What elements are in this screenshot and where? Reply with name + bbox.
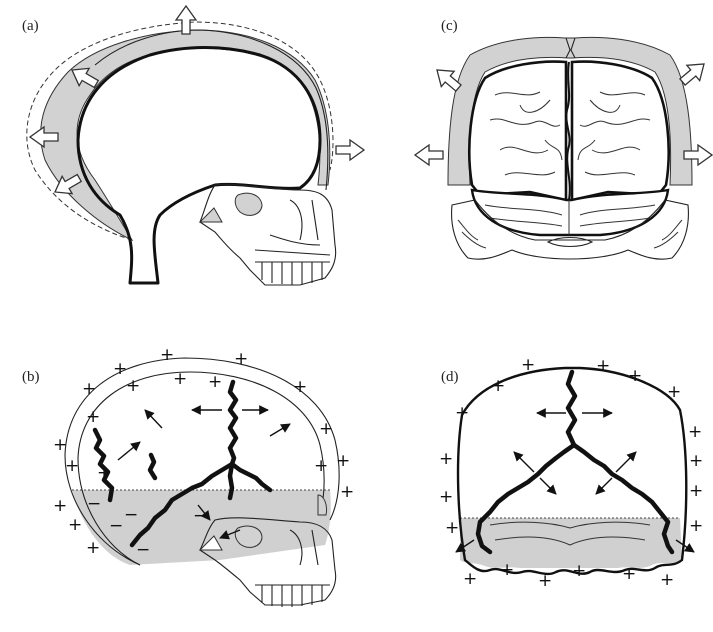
growth-band — [41, 30, 330, 240]
growth-arrow-left-c-icon — [415, 145, 443, 165]
plus-sign: + — [455, 403, 469, 423]
plus-sign: + — [65, 456, 79, 476]
plus-sign: + — [538, 571, 552, 591]
plus-sign: + — [160, 345, 174, 365]
plus-sign: + — [126, 376, 140, 396]
panel-a: (a) — [22, 6, 364, 285]
panel-label-c: (c) — [441, 18, 458, 34]
suture-coronal — [230, 382, 236, 464]
plus-sign: + — [439, 487, 453, 507]
plus-sign: + — [596, 356, 610, 376]
plus-sign: + — [208, 372, 222, 392]
plus-sign: + — [314, 456, 328, 476]
facial-skeleton — [200, 184, 336, 285]
plus-sign: + — [660, 570, 674, 590]
plus-sign: + — [319, 419, 333, 439]
growth-arrow-right-icon — [336, 140, 364, 160]
plus-sign: + — [97, 463, 111, 483]
suture-vertical-low — [230, 464, 232, 498]
plus-sign: + — [463, 569, 477, 589]
minus-sign: − — [109, 516, 123, 536]
plus-sign: + — [689, 481, 703, 501]
plus-sign: + — [445, 518, 459, 538]
plus-sign: + — [340, 482, 354, 502]
minus-sign: − — [136, 540, 150, 560]
panel-label-a: (a) — [22, 18, 39, 34]
plus-sign: + — [173, 369, 187, 389]
plus-sign: + — [572, 561, 586, 581]
suture-small-frontal — [150, 455, 155, 478]
plus-sign: + — [234, 349, 248, 369]
minus-sign: − — [193, 506, 207, 526]
panel-b: (b) — [22, 345, 354, 607]
panel-c: (c) — [415, 18, 712, 259]
plus-sign: + — [82, 379, 96, 399]
plus-sign: + — [622, 564, 636, 584]
plus-sign: + — [336, 451, 350, 471]
cranial-cavity — [78, 48, 320, 284]
plus-sign: + — [68, 515, 82, 535]
plus-sign: + — [628, 366, 642, 386]
basal-band-d — [460, 518, 682, 568]
left-hemisphere — [469, 62, 566, 200]
plus-sign: + — [491, 376, 505, 396]
panel-label-b: (b) — [22, 369, 40, 385]
foramen — [548, 238, 592, 247]
right-hemisphere — [572, 62, 669, 200]
plus-sign: + — [53, 435, 67, 455]
plus-sign: + — [521, 355, 535, 375]
plus-sign: + — [667, 382, 681, 402]
minus-sign: − — [124, 505, 138, 525]
minus-sign: − — [87, 494, 101, 514]
petrous-right — [654, 220, 682, 248]
plus-sign: + — [53, 496, 67, 516]
panel-label-d: (d) — [441, 369, 459, 385]
petrous-left — [458, 220, 486, 248]
suture-squamosal — [232, 464, 270, 490]
plus-sign: + — [689, 451, 703, 471]
plus-sign: + — [688, 422, 702, 442]
panel-d: (d) + + + + + + + + — [439, 355, 703, 591]
plus-sign: + — [689, 516, 703, 536]
suture-sagittal-d — [568, 372, 575, 445]
plus-sign: + — [500, 560, 514, 580]
plus-sign: + — [293, 377, 307, 397]
plus-sign: + — [439, 449, 453, 469]
plus-sign: + — [86, 407, 100, 427]
plus-sign: + — [86, 538, 100, 558]
